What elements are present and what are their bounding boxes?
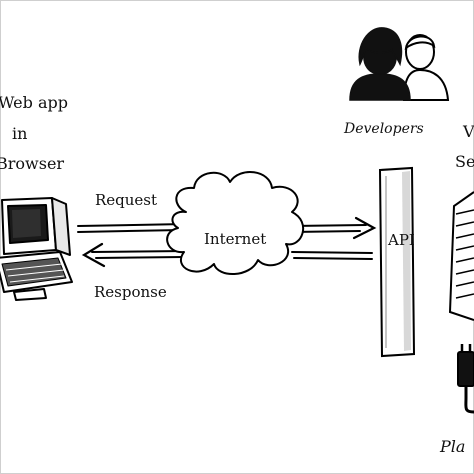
client-label-line-3: Browser	[0, 154, 64, 173]
internet-cloud: Internet	[166, 170, 304, 276]
platform-label: Pla	[439, 437, 465, 456]
client-label-line-1: Web app	[0, 93, 68, 112]
developers-icon	[349, 27, 450, 101]
request-label: Request	[95, 191, 157, 209]
server-icon	[448, 191, 474, 321]
response-label: Response	[94, 283, 167, 301]
api-label: API	[387, 231, 415, 249]
developers-label: Developers	[343, 121, 424, 137]
developer-solid-figure	[349, 27, 411, 101]
server-label-line-1: V	[462, 122, 474, 141]
response-arrow	[81, 242, 373, 268]
request-arrow	[77, 216, 377, 240]
api-gateway-pillar: API	[378, 166, 416, 358]
server-label-line-2: Se	[455, 152, 474, 171]
computer-icon	[0, 197, 73, 301]
client-label-line-2: in	[12, 124, 27, 143]
developer-outline-figure	[402, 34, 450, 101]
internet-label: Internet	[204, 230, 266, 248]
platform-plug-icon	[457, 344, 474, 414]
